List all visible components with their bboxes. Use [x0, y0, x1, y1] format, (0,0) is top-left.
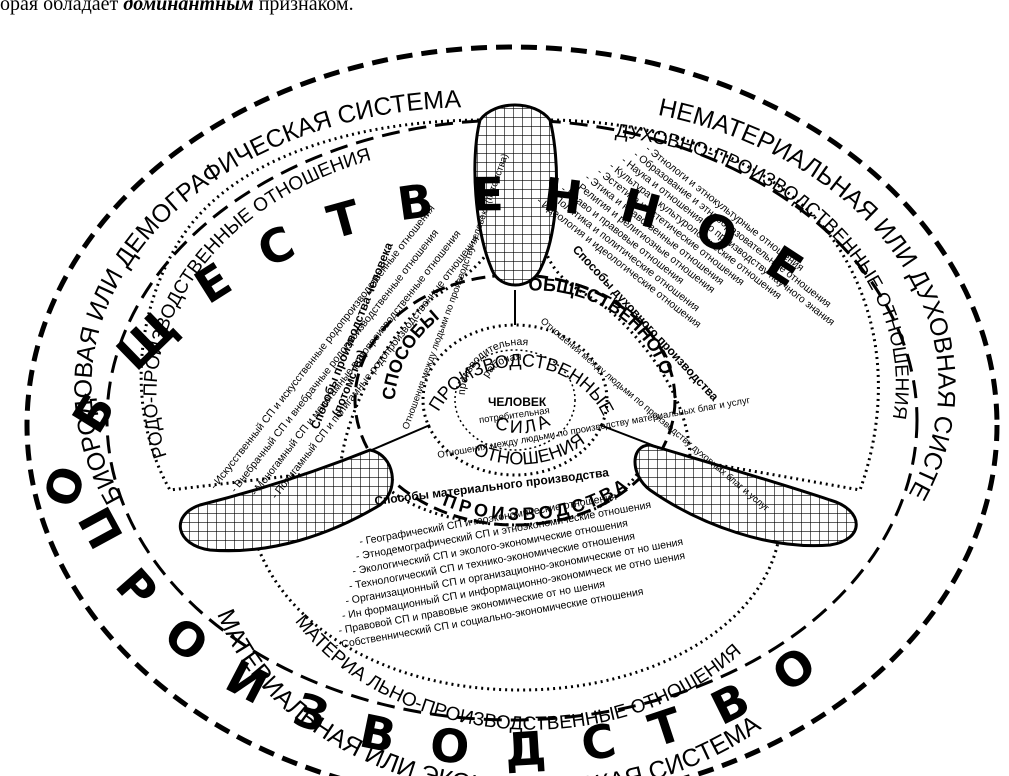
core-chelovek: ЧЕЛОВЕК	[488, 395, 547, 409]
